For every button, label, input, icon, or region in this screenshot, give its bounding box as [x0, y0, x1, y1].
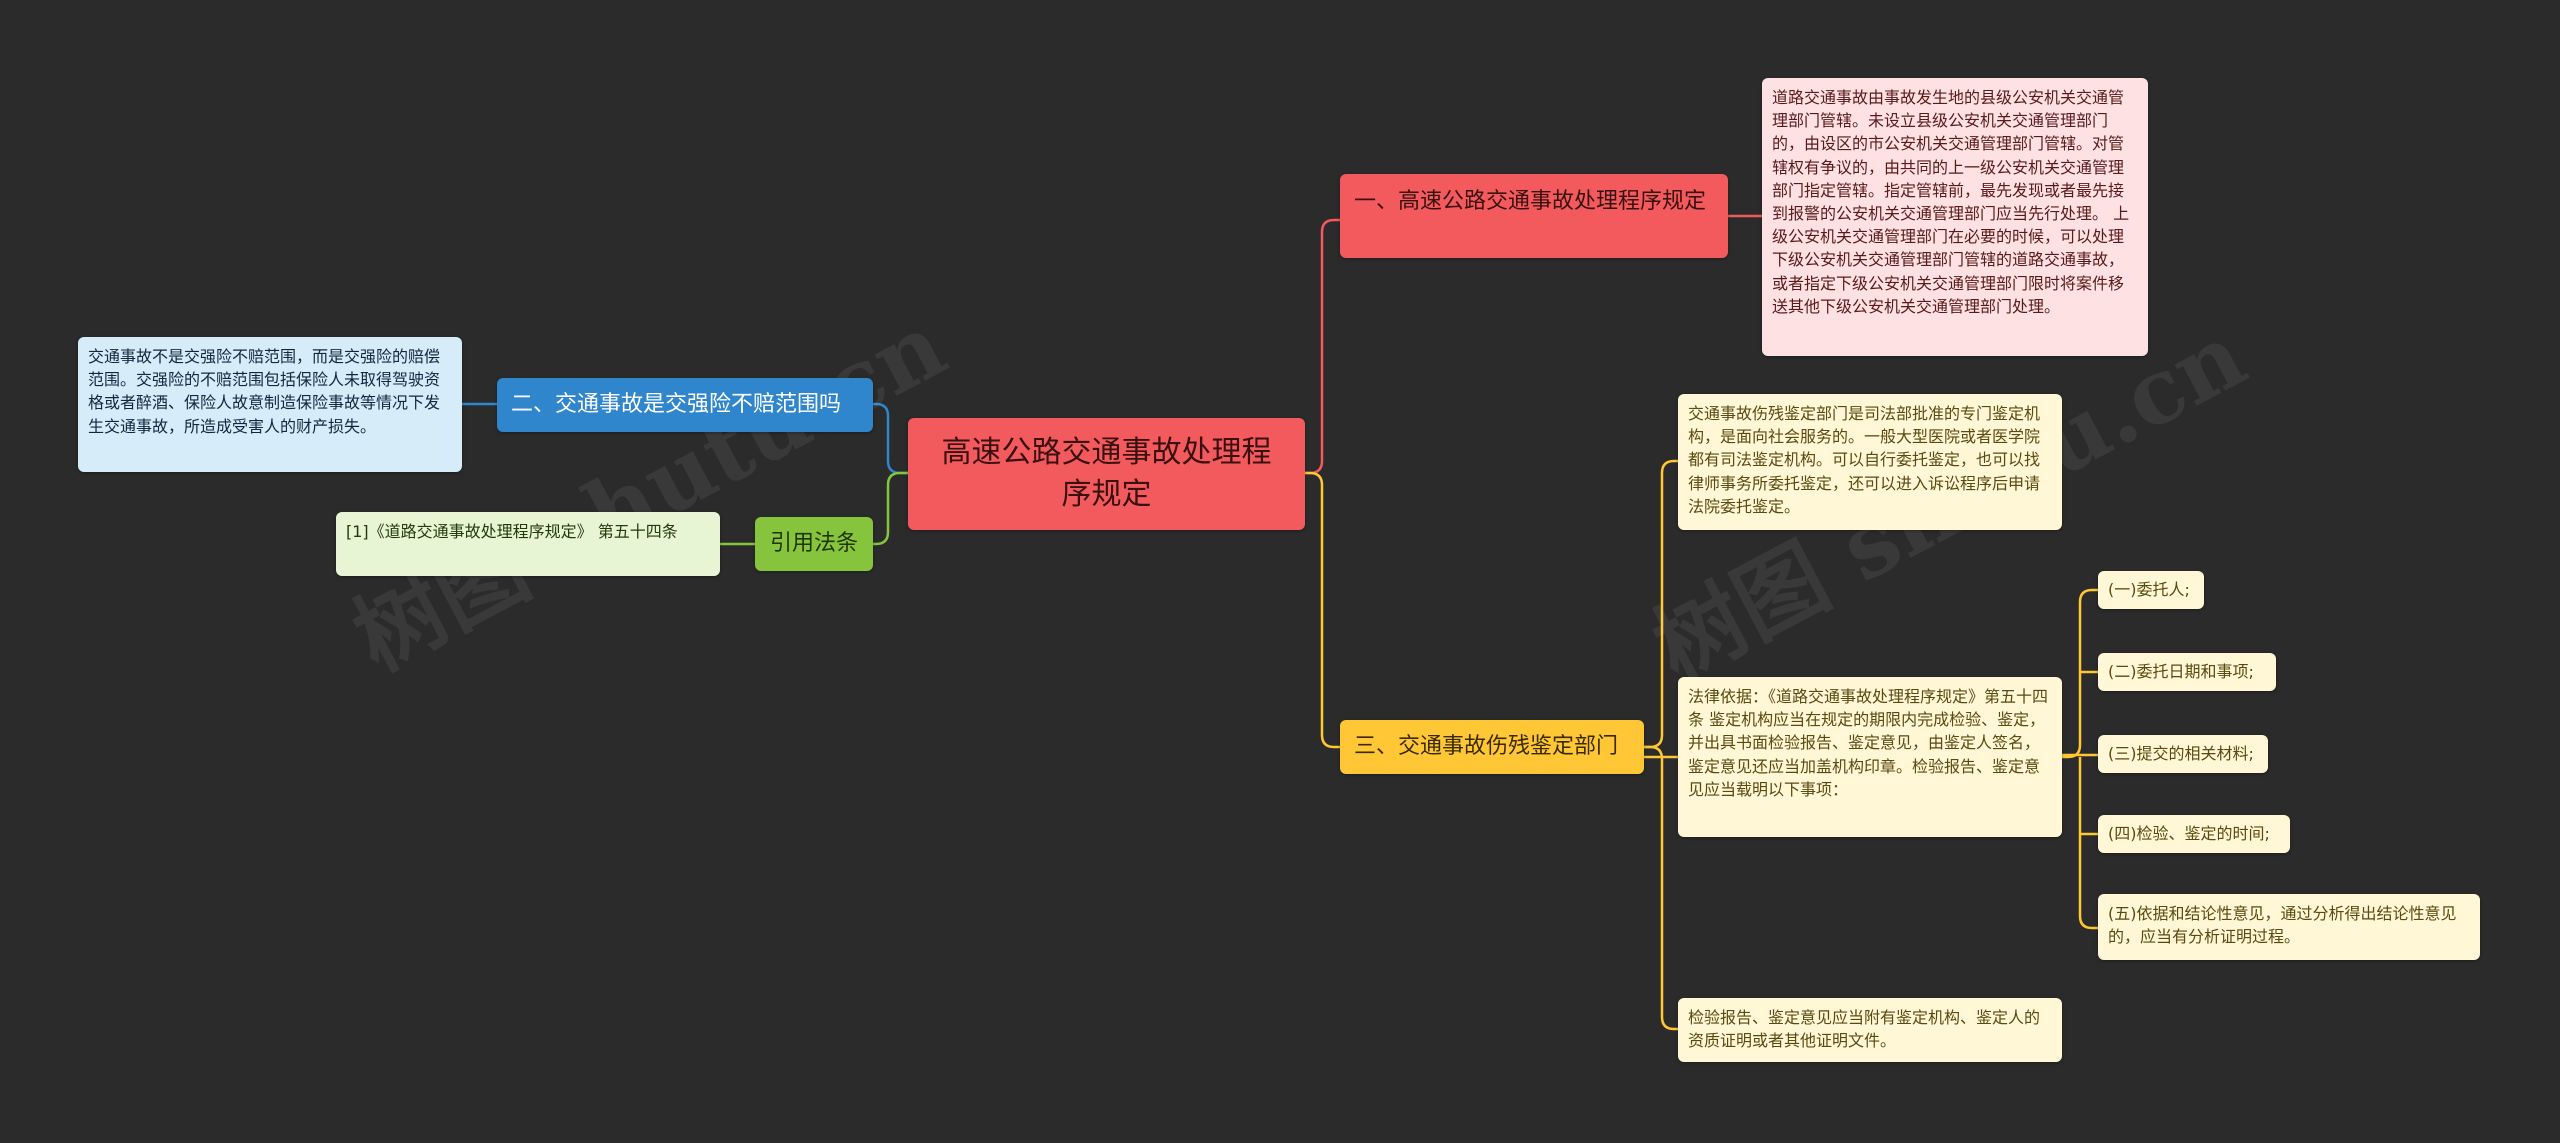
item-4-node[interactable]: (四)检验、鉴定的时间; [2098, 815, 2290, 853]
branch-1-label: 一、高速公路交通事故处理程序规定 [1354, 189, 1707, 214]
branch-1-detail-text: 道路交通事故由事故发生地的县级公安机关交通管理部门管辖。未设立县级公安机关交通管… [1772, 88, 2130, 316]
branch-3-child-2[interactable]: 法律依据：《道路交通事故处理程序规定》第五十四条 鉴定机构应当在规定的期限内完成… [1678, 677, 2062, 837]
branch-3-topic[interactable]: 三、交通事故伤残鉴定部门 [1340, 720, 1644, 774]
root-topic[interactable]: 高速公路交通事故处理程序规定 [908, 418, 1305, 530]
branch-2-detail-text: 交通事故不是交强险不赔范围，而是交强险的赔偿范围。交强险的不赔范围包括保险人未取… [88, 347, 441, 436]
item-3-node[interactable]: (三)提交的相关材料; [2098, 735, 2268, 773]
item-2-node[interactable]: (二)委托日期和事项; [2098, 653, 2276, 691]
branch-2-detail-node[interactable]: 交通事故不是交强险不赔范围，而是交强险的赔偿范围。交强险的不赔范围包括保险人未取… [78, 337, 462, 472]
branch-3-child-3[interactable]: 检验报告、鉴定意见应当附有鉴定机构、鉴定人的资质证明或者其他证明文件。 [1678, 998, 2062, 1062]
link-root-b2 [872, 402, 908, 475]
item-1-node[interactable]: (一)委托人; [2098, 571, 2204, 609]
item-3-text: (三)提交的相关材料; [2108, 744, 2254, 764]
item-5-node[interactable]: (五)依据和结论性意见，通过分析得出结论性意见的，应当有分析证明过程。 [2098, 894, 2480, 960]
link-b3-c3 [1644, 745, 1678, 1031]
branch-4-detail-node[interactable]: [1]《道路交通事故处理程序规定》 第五十四条 [336, 512, 720, 576]
branch-3-child-1-text: 交通事故伤残鉴定部门是司法部批准的专门鉴定机构，是面向社会服务的。一般大型医院或… [1688, 404, 2041, 516]
branch-1-detail-node[interactable]: 道路交通事故由事故发生地的县级公安机关交通管理部门管辖。未设立县级公安机关交通管… [1762, 78, 2148, 356]
link-c2-items [2062, 588, 2098, 930]
root-topic-label: 高速公路交通事故处理程序规定 [941, 435, 1272, 512]
branch-3-child-2-text: 法律依据：《道路交通事故处理程序规定》第五十四条 鉴定机构应当在规定的期限内完成… [1688, 687, 2049, 799]
branch-4-detail-text: [1]《道路交通事故处理程序规定》 第五十四条 [346, 522, 678, 541]
branch-2-label: 二、交通事故是交强险不赔范围吗 [511, 392, 842, 418]
link-root-b3 [1305, 471, 1340, 749]
link-root-b4 [872, 471, 908, 546]
item-1-text: (一)委托人; [2108, 580, 2190, 600]
item-2-text: (二)委托日期和事项; [2108, 662, 2254, 682]
branch-2-topic[interactable]: 二、交通事故是交强险不赔范围吗 [497, 378, 873, 432]
branch-3-child-3-text: 检验报告、鉴定意见应当附有鉴定机构、鉴定人的资质证明或者其他证明文件。 [1688, 1008, 2041, 1051]
branch-1-topic[interactable]: 一、高速公路交通事故处理程序规定 [1340, 174, 1728, 258]
item-4-text: (四)检验、鉴定的时间; [2108, 824, 2270, 844]
link-b3-c1 [1644, 459, 1678, 749]
item-5-text: (五)依据和结论性意见，通过分析得出结论性意见的，应当有分析证明过程。 [2108, 904, 2457, 947]
branch-4-label: 引用法条 [769, 531, 858, 557]
branch-3-label: 三、交通事故伤残鉴定部门 [1354, 734, 1619, 760]
branch-4-topic[interactable]: 引用法条 [755, 517, 873, 571]
link-root-b1 [1305, 218, 1340, 475]
branch-3-child-1[interactable]: 交通事故伤残鉴定部门是司法部批准的专门鉴定机构，是面向社会服务的。一般大型医院或… [1678, 394, 2062, 530]
